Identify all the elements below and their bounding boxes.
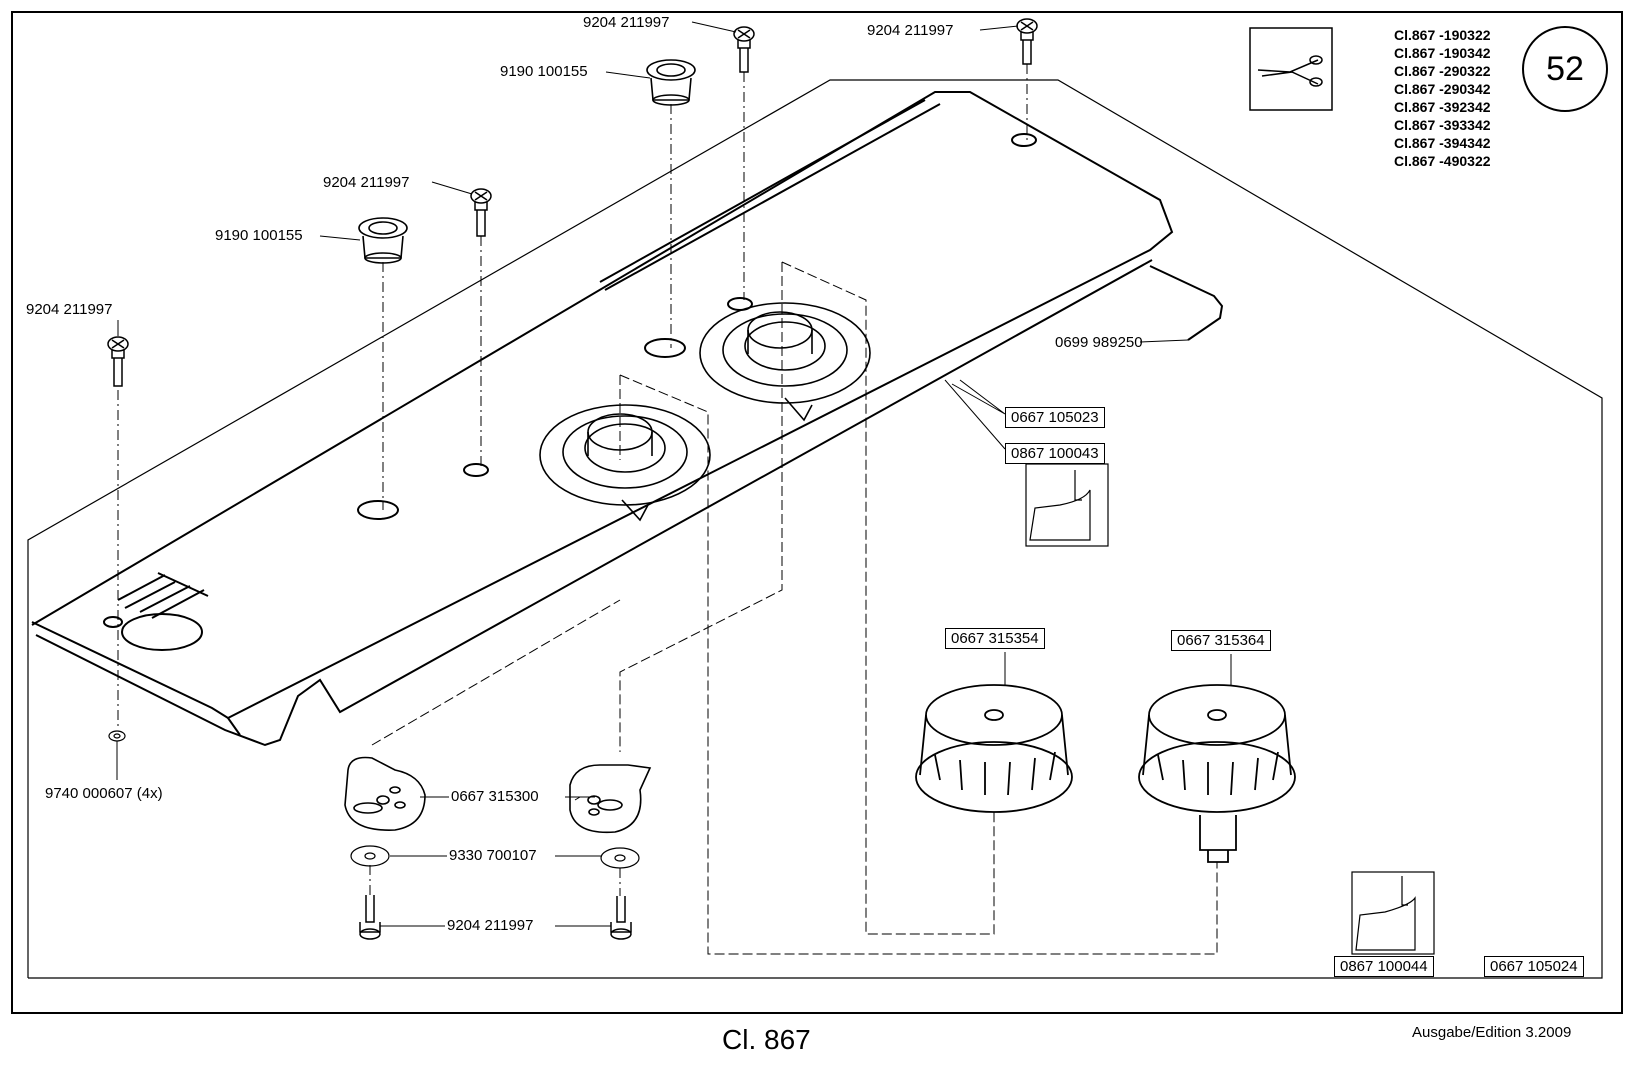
model-item: Cl.867 -290322 — [1394, 63, 1491, 79]
edition-label: Ausgabe/Edition 3.2009 — [1412, 1024, 1572, 1041]
cover-plate — [31, 91, 1174, 747]
boxed-label-detail-2: 0867 100044 — [1334, 956, 1434, 977]
screw-top-left — [733, 26, 755, 73]
bushing-top — [646, 59, 696, 106]
screw-top-right — [1016, 18, 1038, 65]
part-label-allen-key: 0699 989250 — [1055, 334, 1143, 351]
boxed-label-set: 0667 105024 — [1484, 956, 1584, 977]
part-label-bushing-mid: 9190 100155 — [215, 227, 303, 244]
dial-ring-right — [699, 302, 871, 422]
part-label-washer: 9330 700107 — [449, 847, 537, 864]
boxed-label-knob-left: 0667 315354 — [945, 628, 1045, 649]
model-item: Cl.867 -190322 — [1394, 27, 1491, 43]
sheet-number: 52 — [1522, 26, 1608, 112]
screw-bottom-right — [610, 896, 632, 940]
detail-image-1 — [1025, 463, 1109, 547]
model-item: Cl.867 -190342 — [1394, 45, 1491, 61]
drawing-frame — [11, 11, 1623, 1014]
part-label-screw-left: 9204 211997 — [26, 301, 113, 318]
knob-left — [915, 684, 1073, 813]
boxed-label-detail-1: 0867 100043 — [1005, 443, 1105, 464]
part-label-bushing-top: 9190 100155 — [500, 63, 588, 80]
part-label-cam-plate: 0667 315300 — [451, 788, 539, 805]
washer-left — [350, 845, 390, 867]
drawing-title: Cl. 867 — [722, 1024, 811, 1055]
detail-image-2 — [1351, 871, 1435, 955]
screw-left — [107, 336, 129, 387]
knob-right — [1138, 684, 1296, 863]
model-item: Cl.867 -490322 — [1394, 153, 1491, 169]
reference-lines — [117, 64, 1028, 896]
part-label-screw-top-left: 9204 211997 — [583, 14, 670, 31]
boxed-label-cover: 0667 105023 — [1005, 407, 1105, 428]
assembly-dashed-lines — [371, 261, 1218, 955]
scissors-icon — [1249, 27, 1333, 111]
assembly-outline — [27, 79, 1603, 979]
part-label-screw-top-right: 9204 211997 — [867, 22, 954, 39]
model-item: Cl.867 -290342 — [1394, 81, 1491, 97]
boxed-label-knob-right: 0667 315364 — [1171, 630, 1271, 651]
cam-plate-left — [344, 756, 426, 831]
screw-mid — [470, 188, 492, 237]
allen-key — [1149, 265, 1224, 341]
cam-plate-right — [569, 764, 652, 834]
screw-bottom-left — [359, 895, 381, 940]
part-label-screw-bottom: 9204 211997 — [447, 917, 534, 934]
model-list: Cl.867 -190322 Cl.867 -190342 Cl.867 -29… — [1394, 26, 1491, 170]
leader-lines — [116, 21, 1232, 927]
part-label-washer-small: 9740 000607 (4x) — [45, 785, 163, 802]
model-item: Cl.867 -392342 — [1394, 99, 1491, 115]
model-item: Cl.867 -394342 — [1394, 135, 1491, 151]
part-label-screw-mid: 9204 211997 — [323, 174, 410, 191]
small-washer — [108, 730, 126, 742]
model-item: Cl.867 -393342 — [1394, 117, 1491, 133]
washer-right — [600, 847, 640, 869]
bushing-mid — [358, 217, 408, 264]
dial-ring-left — [539, 404, 711, 522]
